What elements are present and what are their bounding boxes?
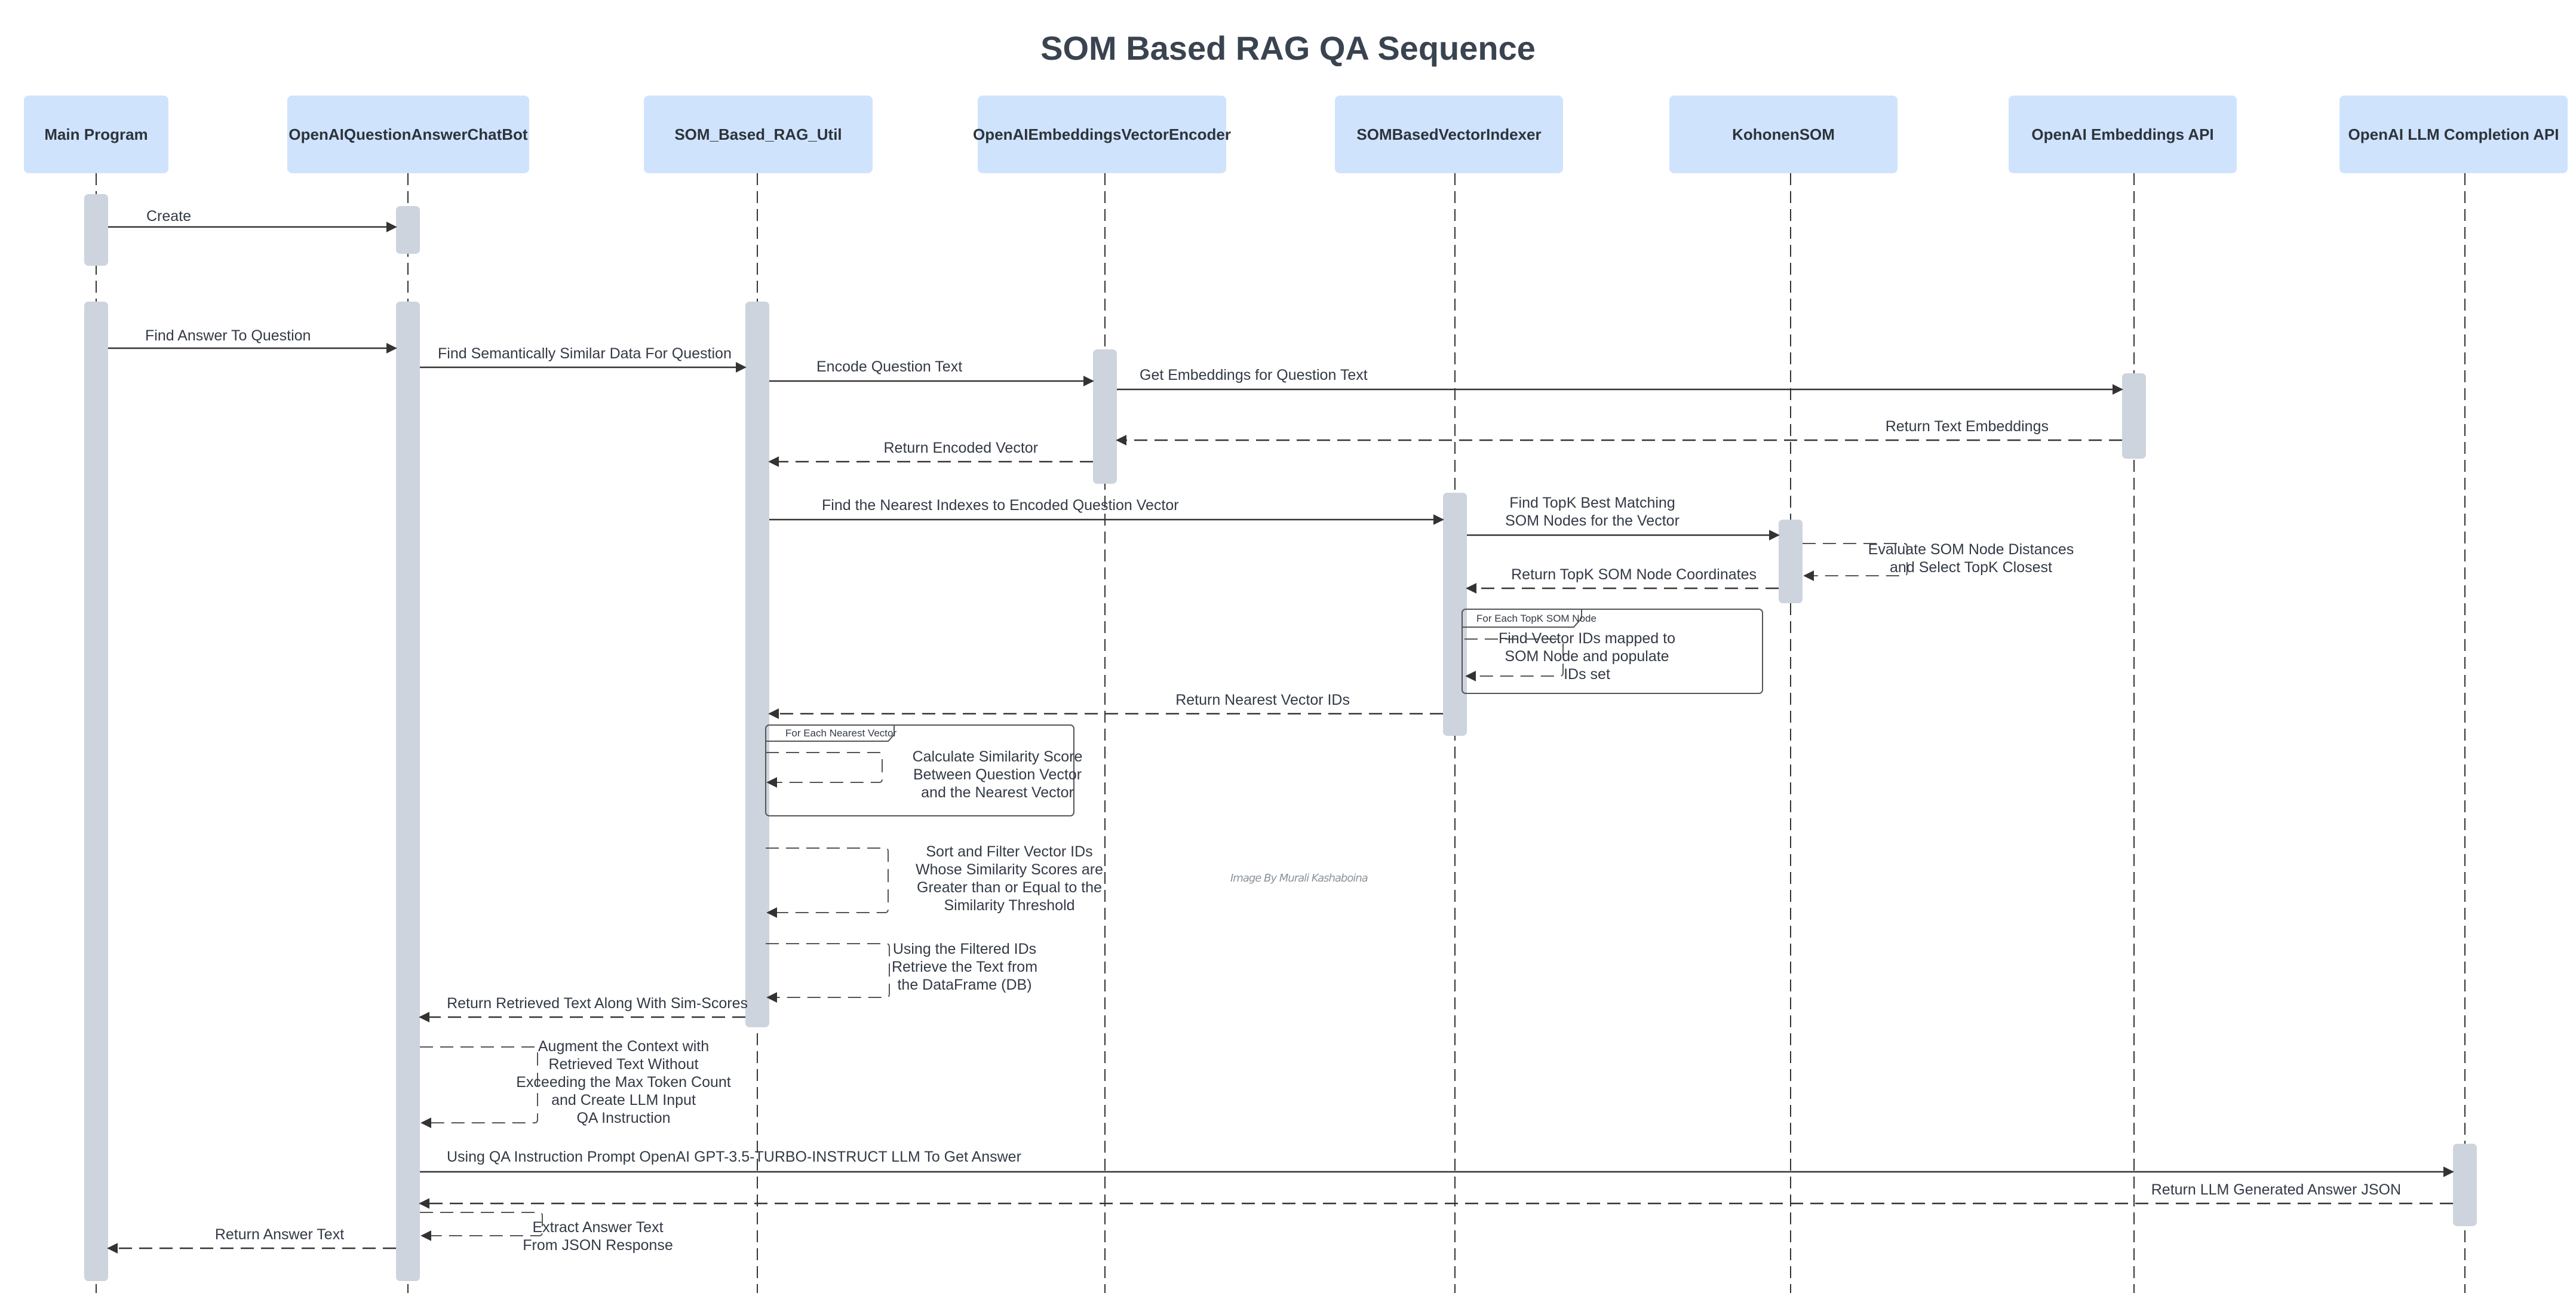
message-label: Sort and Filter Vector IDs [926, 843, 1092, 860]
participant-som-rag-util[interactable]: SOM_Based_RAG_Util [644, 96, 873, 173]
message-label: Find Semantically Similar Data For Quest… [438, 345, 732, 362]
message-label: Create [146, 208, 191, 225]
self-call-arrow [766, 943, 890, 1003]
message-label: From JSON Response [523, 1237, 673, 1254]
loop-frame-tab [766, 725, 895, 742]
loop-frame [765, 724, 1074, 816]
self-call-arrow [766, 847, 889, 918]
message-label: Return Text Embeddings [1886, 418, 2049, 435]
activation-bar [84, 302, 108, 1281]
message-label: Evaluate SOM Node Distances [1868, 541, 2074, 558]
activation-bar [2122, 373, 2146, 459]
participant-embeddings-encoder[interactable]: OpenAIEmbeddingsVectorEncoder [973, 96, 1231, 173]
message-label: and Create LLM Input [551, 1092, 696, 1108]
message-label: and the Nearest Vector [921, 784, 1074, 801]
message-label: Return LLM Generated Answer JSON [2151, 1181, 2401, 1198]
message-label: Similarity Threshold [944, 897, 1074, 914]
activation-bar [396, 302, 420, 1281]
participant-som-vector-indexer[interactable]: SOMBasedVectorIndexer [1335, 96, 1563, 173]
message-label: IDs set [1564, 666, 1610, 683]
message-label: Between Question Vector [913, 766, 1082, 783]
message-label: Exceeding the Max Token Count [516, 1074, 731, 1091]
watermark: Image By Murali Kashaboina [1230, 872, 1368, 885]
message-label: Augment the Context with [538, 1038, 709, 1055]
activation-bar [1779, 520, 1803, 603]
self-call-arrow [420, 1212, 543, 1241]
message-label: Return Encoded Vector [884, 440, 1039, 456]
self-call-arrow [766, 752, 883, 788]
loop-frame-label: For Each Nearest Vector [785, 727, 896, 739]
message-label: Whose Similarity Scores are [916, 861, 1103, 878]
message-label: SOM Node and populate [1505, 648, 1669, 665]
activation-bar [745, 302, 769, 1027]
message-label: and Select TopK Closest [1890, 559, 2052, 576]
message-label: Extract Answer Text [532, 1219, 663, 1236]
participant-embeddings-api[interactable]: OpenAI Embeddings API [2009, 96, 2237, 173]
activation-bar [2453, 1144, 2477, 1226]
message-label: Retrieve the Text from [892, 959, 1037, 975]
participant-label: Main Program [44, 125, 148, 143]
message-label: QA Instruction [576, 1110, 670, 1126]
loop-frame [1462, 609, 1763, 694]
message-label: Using the Filtered IDs [893, 941, 1036, 957]
participant-qa-chatbot[interactable]: OpenAIQuestionAnswerChatBot [287, 96, 529, 173]
diagram-title: SOM Based RAG QA Sequence [1040, 29, 1536, 67]
message-label: Return Answer Text [215, 1226, 344, 1243]
message-label: Return Nearest Vector IDs [1175, 692, 1350, 708]
participant-label: OpenAI LLM Completion API [2348, 125, 2559, 143]
loop-frame-label: For Each TopK SOM Node [1476, 613, 1596, 624]
message-label: Using QA Instruction Prompt OpenAI GPT-3… [447, 1149, 1021, 1165]
activation-bar [1443, 493, 1467, 736]
message-label: Find Answer To Question [145, 327, 311, 344]
loop-frame-tab [1462, 609, 1582, 628]
activation-bar [1093, 349, 1117, 484]
participant-label: SOMBasedVectorIndexer [1356, 125, 1542, 143]
message-label: Calculate Similarity Score [913, 748, 1083, 765]
activation-bar [396, 206, 420, 254]
message-label: Greater than or Equal to the [917, 879, 1102, 896]
self-call-arrow [1803, 543, 1908, 581]
participant-label: OpenAI Embeddings API [2031, 125, 2214, 143]
message-label: Retrieved Text Without [548, 1056, 698, 1073]
participant-label: OpenAIEmbeddingsVectorEncoder [973, 125, 1231, 143]
participant-label: SOM_Based_RAG_Util [674, 125, 842, 143]
self-call-arrow [1464, 638, 1564, 681]
participant-label: OpenAIQuestionAnswerChatBot [288, 125, 528, 143]
message-label: Get Embeddings for Question Text [1140, 367, 1368, 383]
participant-kohonen-som[interactable]: KohonenSOM [1669, 96, 1898, 173]
message-label: Encode Question Text [816, 358, 962, 375]
message-label: SOM Nodes for the Vector [1505, 512, 1680, 529]
message-label: Return TopK SOM Node Coordinates [1511, 566, 1757, 583]
message-label: Find Vector IDs mapped to [1499, 630, 1675, 647]
participant-label: KohonenSOM [1732, 125, 1835, 143]
participant-llm-completion-api[interactable]: OpenAI LLM Completion API [2339, 96, 2568, 173]
activation-bar [84, 194, 108, 266]
message-label: the DataFrame (DB) [897, 976, 1031, 993]
message-label: Find TopK Best Matching [1509, 495, 1675, 511]
message-label: Return Retrieved Text Along With Sim-Sco… [447, 995, 748, 1012]
participant-main-program[interactable]: Main Program [24, 96, 168, 173]
self-call-arrow [420, 1046, 538, 1128]
message-label: Find the Nearest Indexes to Encoded Ques… [822, 497, 1179, 514]
